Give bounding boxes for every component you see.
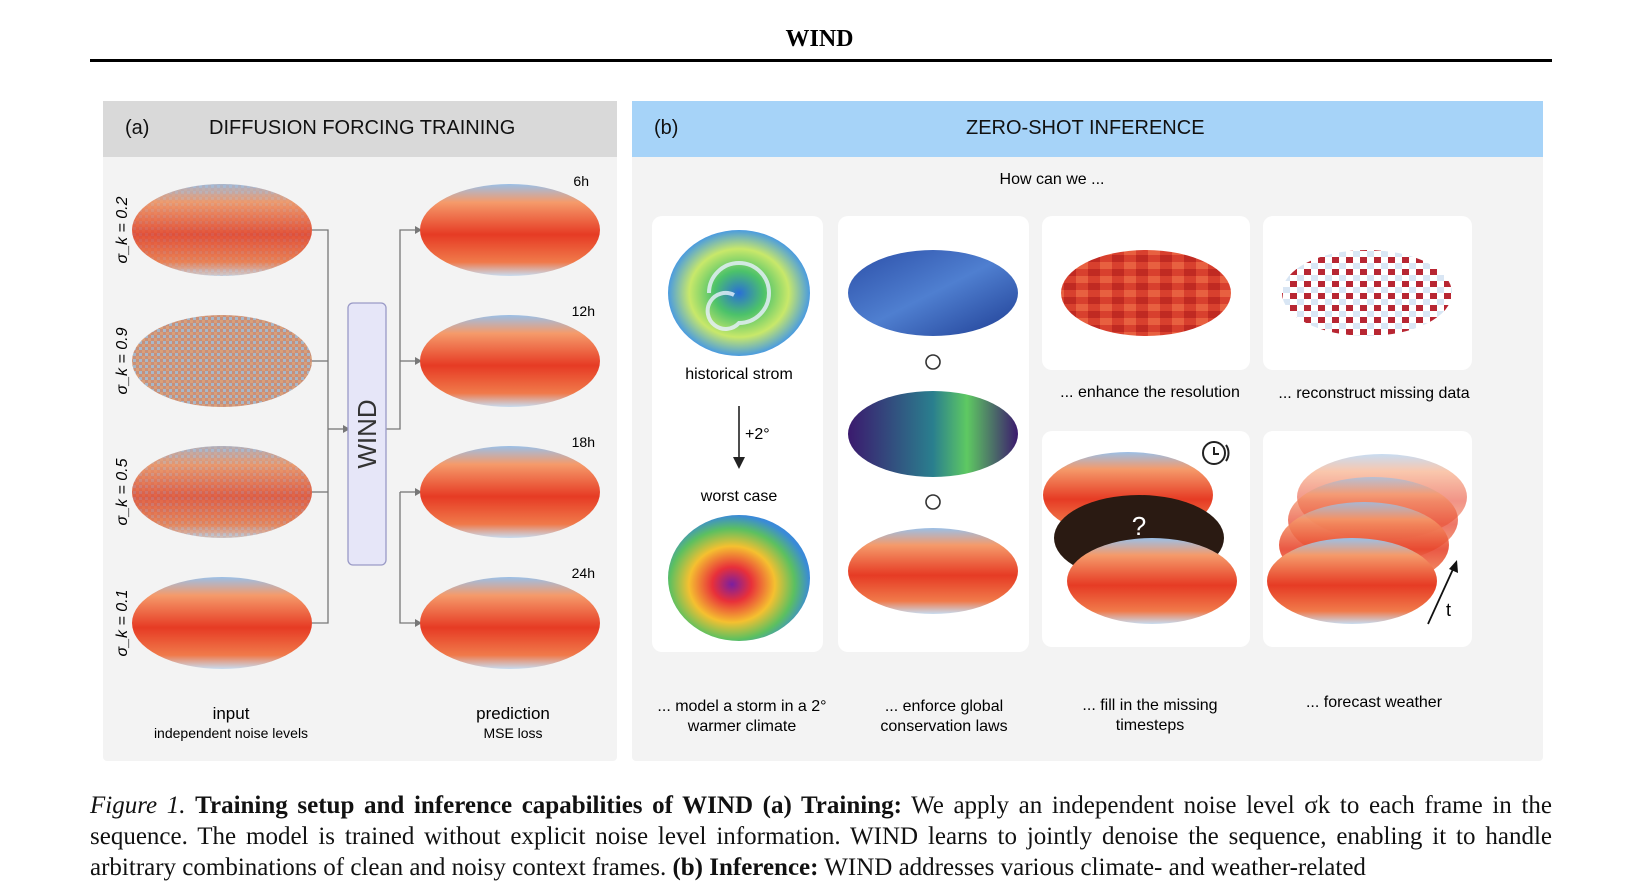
panel-a-title: DIFFUSION FORCING TRAINING [209, 117, 516, 139]
worst-case-storm-map [668, 515, 810, 641]
historical-storm-label: historical strom [685, 366, 793, 383]
time-axis-label: t [1446, 600, 1451, 620]
caption-bold-inference: (b) Inference: [672, 854, 819, 881]
panel-b-tag: (b) [654, 117, 679, 139]
missing-question-mark: ? [1132, 511, 1146, 541]
caption-forecast: ... forecast weather [1306, 694, 1443, 711]
worst-case-label: worst case [700, 488, 778, 505]
input-label: input [213, 704, 250, 723]
forecast-map-1 [1267, 538, 1437, 624]
noise-label-3: σ_k = 0.5 [114, 458, 131, 525]
wind-model-box [347, 302, 387, 566]
caption-storm-1: ... model a storm in a 2° [657, 698, 826, 715]
wind-model-label: WIND [352, 399, 382, 468]
time-label-3: 18h [572, 434, 595, 450]
warming-delta: +2° [745, 426, 770, 443]
clock-icon [1202, 441, 1230, 465]
caption-timesteps-2: timesteps [1116, 717, 1184, 734]
prediction-label: prediction [476, 704, 550, 723]
missing-data-map [1282, 250, 1452, 336]
caption-conservation-1: ... enforce global [885, 698, 1003, 715]
time-label-2: 12h [572, 303, 595, 319]
reconstruct-label: ... reconstruct missing data [1278, 385, 1469, 402]
figure-caption: Figure 1. Training setup and inference c… [90, 790, 1552, 883]
prediction-map-1 [420, 184, 600, 276]
panel-a-header: (a) DIFFUSION FORCING TRAINING [103, 101, 617, 157]
enhance-resolution-label: ... enhance the resolution [1060, 384, 1240, 401]
time-arrow [1427, 566, 1455, 625]
panel-b-title: ZERO-SHOT INFERENCE [966, 117, 1205, 139]
humidity-map [848, 391, 1018, 477]
panel-a-figure: σ_k = 0.2 σ_k = 0.9 σ_k = 0.5 σ_k = 0.1 … [114, 173, 600, 741]
cycle-icon-1 [925, 354, 941, 370]
time-label-1: 6h [573, 173, 589, 189]
input-sublabel: independent noise levels [154, 725, 308, 741]
prediction-map-2 [420, 315, 600, 407]
caption-text-1: We apply an independent noise level σk t… [90, 792, 1552, 850]
arrowheads [343, 226, 422, 627]
time-arrowhead [1449, 560, 1458, 573]
panel-b-header: (b) ZERO-SHOT INFERENCE [632, 101, 1543, 157]
prediction-sublabel: MSE loss [483, 725, 542, 741]
storm-swirl [705, 261, 771, 331]
input-map-3 [132, 446, 312, 538]
input-connectors [312, 229, 415, 624]
noise-label-1: σ_k = 0.2 [114, 196, 131, 263]
input-map-2 [132, 315, 312, 407]
figure-number: Figure 1. [90, 792, 186, 819]
caption-bold-training: Training setup and inference capabilitie… [195, 792, 902, 819]
caption-text-3: WIND addresses various climate- and weat… [824, 854, 1366, 881]
wind-field-map [848, 250, 1018, 336]
time-label-4: 24h [572, 565, 595, 581]
timestep-map-after [1067, 538, 1237, 624]
input-map-1 [132, 184, 312, 276]
panel-b-figure: How can we ... historical strom +2° wors… [652, 171, 1472, 735]
caption-storm-2: warmer climate [687, 718, 797, 735]
caption-timesteps-1: ... fill in the missing [1082, 697, 1217, 714]
header-rule [90, 59, 1552, 62]
noise-label-2: σ_k = 0.9 [114, 327, 131, 394]
caption-conservation-2: conservation laws [880, 718, 1007, 735]
input-map-4 [132, 577, 312, 669]
panel-a: (a) DIFFUSION FORCING TRAINING σ_k = 0.2… [103, 101, 617, 761]
running-header: WIND [785, 26, 854, 52]
temperature-map [848, 528, 1018, 614]
low-resolution-map [1061, 250, 1231, 336]
historical-storm-map [668, 230, 810, 356]
noise-label-4: σ_k = 0.1 [114, 589, 131, 656]
warming-arrowhead [733, 457, 745, 469]
prediction-map-3 [420, 446, 600, 538]
panel-b: (b) ZERO-SHOT INFERENCE [632, 101, 1543, 761]
panel-a-tag: (a) [125, 117, 150, 139]
cycle-icon-2 [925, 494, 941, 510]
question-text: How can we ... [1000, 171, 1105, 188]
prediction-map-4 [420, 577, 600, 669]
